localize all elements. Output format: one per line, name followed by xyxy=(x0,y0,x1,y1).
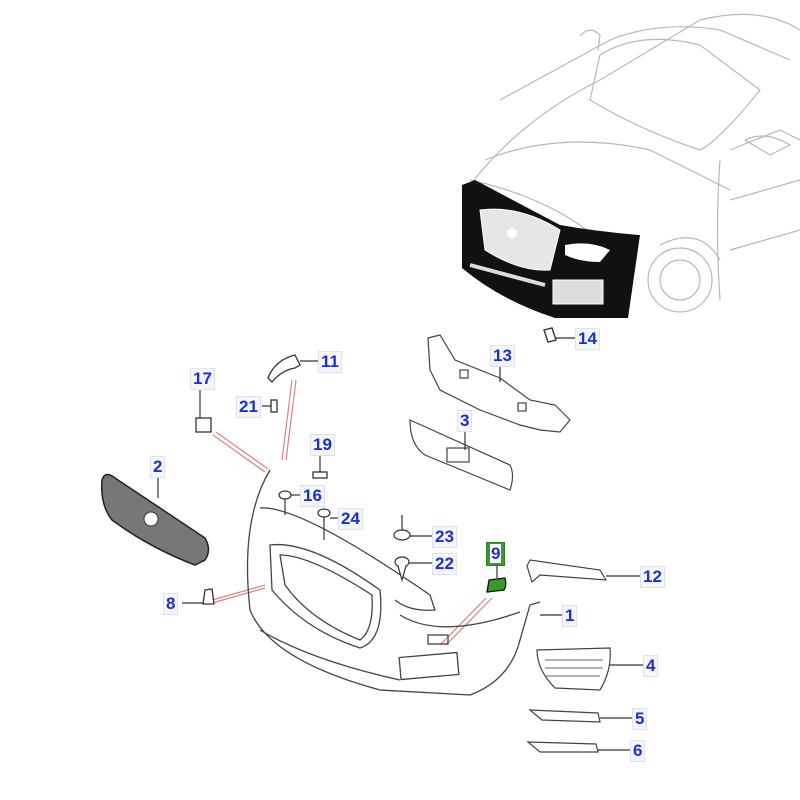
part-retainer[interactable] xyxy=(394,556,410,583)
callout-21[interactable]: 21 xyxy=(236,396,261,418)
part-grille-clip[interactable] xyxy=(202,588,215,605)
part-clip[interactable] xyxy=(543,327,557,343)
vehicle-overview xyxy=(469,13,800,313)
callout-11[interactable]: 11 xyxy=(318,351,342,373)
part-push-rivet[interactable] xyxy=(317,508,331,540)
callout-6[interactable]: 6 xyxy=(630,740,646,762)
part-radiator-grille[interactable] xyxy=(100,473,210,566)
part-side-air-intake-grille[interactable] xyxy=(536,647,611,691)
part-retainer-nut[interactable] xyxy=(393,515,411,541)
callout-1[interactable]: 1 xyxy=(562,605,578,627)
callout-9-highlighted[interactable]: 9 xyxy=(486,542,506,566)
part-tow-hook-cover[interactable] xyxy=(486,577,507,593)
callout-9-label: 9 xyxy=(490,544,502,563)
callout-24[interactable]: 24 xyxy=(338,508,363,530)
part-screw[interactable] xyxy=(312,471,328,479)
callout-8[interactable]: 8 xyxy=(163,593,179,615)
callout-16[interactable]: 16 xyxy=(300,485,325,507)
part-license-plate-bracket[interactable] xyxy=(409,419,514,491)
callout-22[interactable]: 22 xyxy=(432,553,457,575)
callout-23[interactable]: 23 xyxy=(432,526,457,548)
part-energy-absorber[interactable] xyxy=(427,334,571,433)
callout-13[interactable]: 13 xyxy=(490,345,515,367)
callout-4[interactable]: 4 xyxy=(643,655,659,677)
callout-17[interactable]: 17 xyxy=(190,368,215,390)
callout-5[interactable]: 5 xyxy=(632,708,648,730)
vehicle-bumper-highlight xyxy=(462,180,640,318)
callout-14[interactable]: 14 xyxy=(575,328,600,350)
part-headlamp-bracket[interactable] xyxy=(267,354,301,383)
callout-19[interactable]: 19 xyxy=(310,434,335,456)
part-lower-trim-strip[interactable] xyxy=(528,709,601,723)
part-side-support-bracket[interactable] xyxy=(526,559,608,584)
callout-2[interactable]: 2 xyxy=(150,456,166,478)
part-lower-trim-strip-bracket[interactable] xyxy=(526,741,599,753)
callout-leaders xyxy=(157,337,643,751)
callout-3[interactable]: 3 xyxy=(457,410,473,432)
part-sensor-bracket[interactable] xyxy=(195,417,212,433)
callout-12[interactable]: 12 xyxy=(640,566,665,588)
part-bolt[interactable] xyxy=(270,399,278,413)
